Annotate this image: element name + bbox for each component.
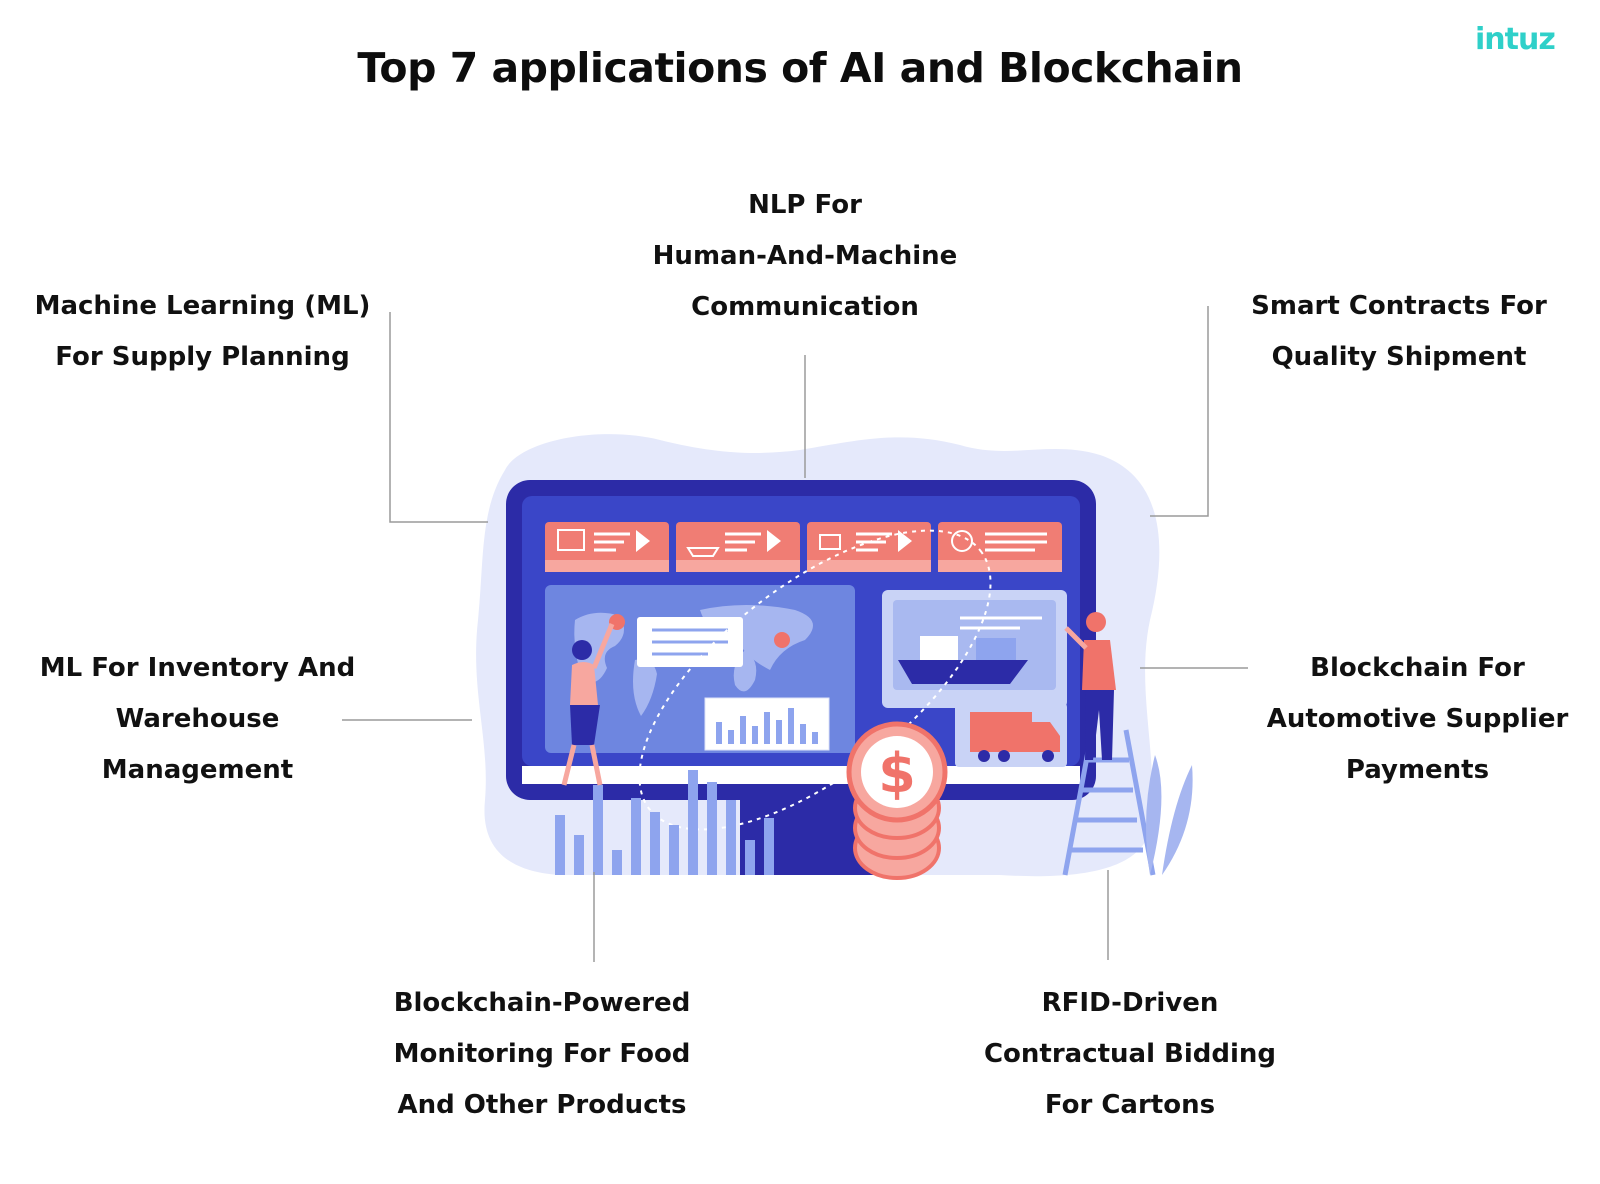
label-line: Communication <box>691 292 919 322</box>
label-line: Automotive Supplier <box>1266 704 1569 734</box>
woman-figure <box>561 623 615 786</box>
label-line: Warehouse <box>115 704 280 734</box>
monitor-chin <box>522 766 1080 784</box>
label-line: Management <box>101 755 294 785</box>
label-line: For Supply Planning <box>55 342 350 372</box>
shipping-panel <box>882 590 1067 767</box>
label-line: RFID-Driven <box>1041 988 1219 1018</box>
label-smart-contracts: Smart Contracts For Quality Shipment <box>1234 281 1564 383</box>
label-line: Payments <box>1345 755 1490 785</box>
connector-ml-supply <box>389 312 488 523</box>
world-map-panel <box>545 585 855 753</box>
label-line: And Other Products <box>397 1090 687 1120</box>
label-blockchain-automotive: Blockchain For Automotive Supplier Payme… <box>1250 643 1585 796</box>
label-rfid-bidding: RFID-Driven Contractual Bidding For Cart… <box>960 978 1300 1131</box>
label-nlp-communication: NLP For Human-And-Machine Communication <box>620 180 990 333</box>
connector-lines <box>342 306 1248 962</box>
dotted-orbit <box>638 529 992 831</box>
intuz-logo: intuz <box>1475 22 1563 58</box>
page-title: Top 7 applications of AI and Blockchain <box>357 44 1243 92</box>
label-ml-inventory: ML For Inventory And Warehouse Managemen… <box>30 643 365 796</box>
label-line: Monitoring For Food <box>393 1039 691 1069</box>
foreground-bar-chart <box>555 770 774 875</box>
label-line: For Cartons <box>1044 1090 1216 1120</box>
label-line: Blockchain-Powered <box>393 988 691 1018</box>
label-line: Blockchain For <box>1310 653 1525 683</box>
label-line: Quality Shipment <box>1271 342 1527 372</box>
logo-text: intuz <box>1475 22 1556 57</box>
coin-stack <box>846 721 948 880</box>
label-line: Human-And-Machine <box>652 241 958 271</box>
man-figure <box>1064 612 1116 760</box>
label-line: Contractual Bidding <box>983 1039 1277 1069</box>
dollar-symbol: $ <box>878 742 916 805</box>
label-ml-supply-planning: Machine Learning (ML) For Supply Plannin… <box>20 281 385 383</box>
label-blockchain-food: Blockchain-Powered Monitoring For Food A… <box>372 978 712 1131</box>
label-line: Machine Learning (ML) <box>34 291 371 321</box>
label-line: ML For Inventory And <box>39 653 356 683</box>
label-line: NLP For <box>748 190 862 220</box>
label-line: Smart Contracts For <box>1251 291 1547 321</box>
connector-smart-contracts <box>1150 306 1209 517</box>
status-tiles <box>545 522 1062 572</box>
plant <box>1146 755 1193 875</box>
